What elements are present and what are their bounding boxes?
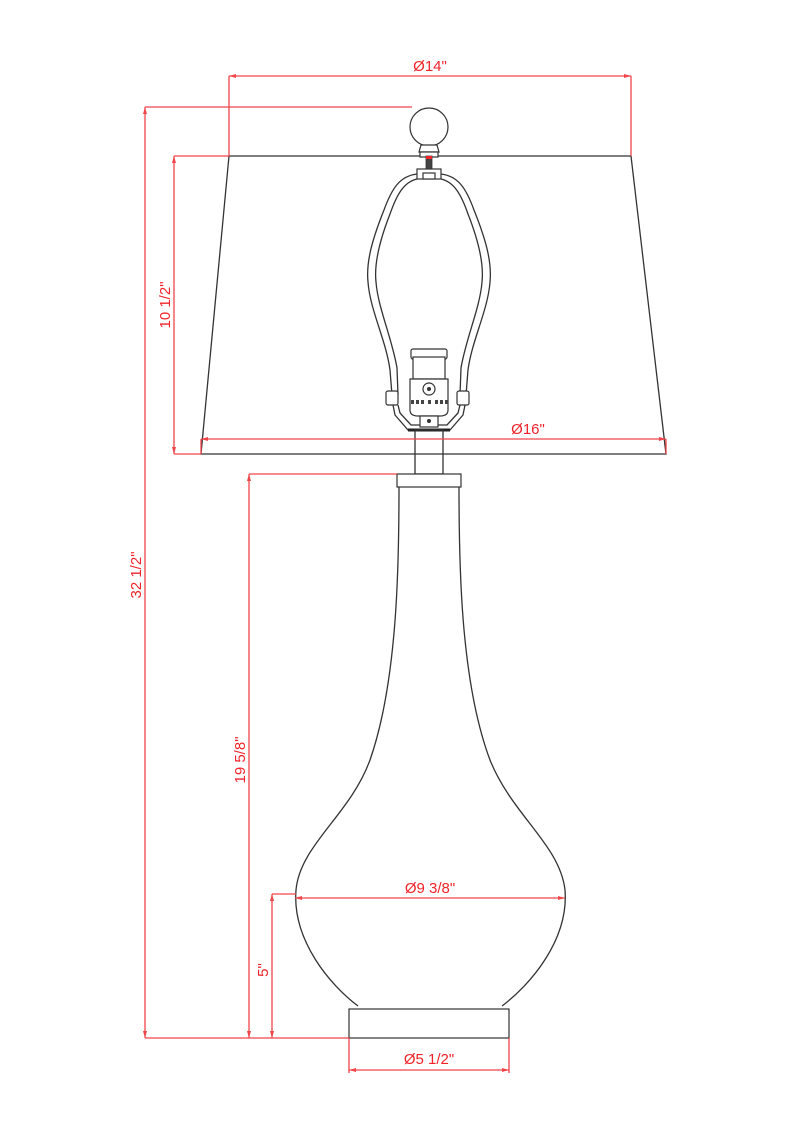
label-shade-height: 10 1/2" [157,281,174,328]
socket-vents [411,400,448,404]
neck [396,429,462,488]
dim-body-max-diameter: Ø9 3/8" [295,880,565,900]
dim-body-widest-height: 5" [255,893,296,1038]
label-foot-diameter: Ø5 1/2" [404,1051,454,1068]
label-overall-height: 32 1/2" [128,551,145,598]
body [295,486,566,1007]
label-base-height: 19 5/8" [232,736,249,783]
harp [366,168,492,432]
foot [348,1008,510,1039]
dim-foot-diameter: Ø5 1/2" [348,1038,510,1073]
label-shade-top-diameter: Ø14" [413,58,447,75]
dim-shade-height: 10 1/2" [157,155,229,455]
dim-overall-height: 32 1/2" [128,106,412,1039]
socket [409,348,449,428]
dim-base-height: 19 5/8" [232,473,397,1038]
label-shade-bottom-diameter: Ø16" [511,421,545,438]
dim-shade-bottom-diameter: Ø16" [200,421,667,454]
label-body-widest-height: 5" [255,963,272,977]
finial [409,107,449,171]
label-body-max-diameter: Ø9 3/8" [405,880,455,897]
dim-shade-top-diameter: Ø14" [228,58,632,156]
